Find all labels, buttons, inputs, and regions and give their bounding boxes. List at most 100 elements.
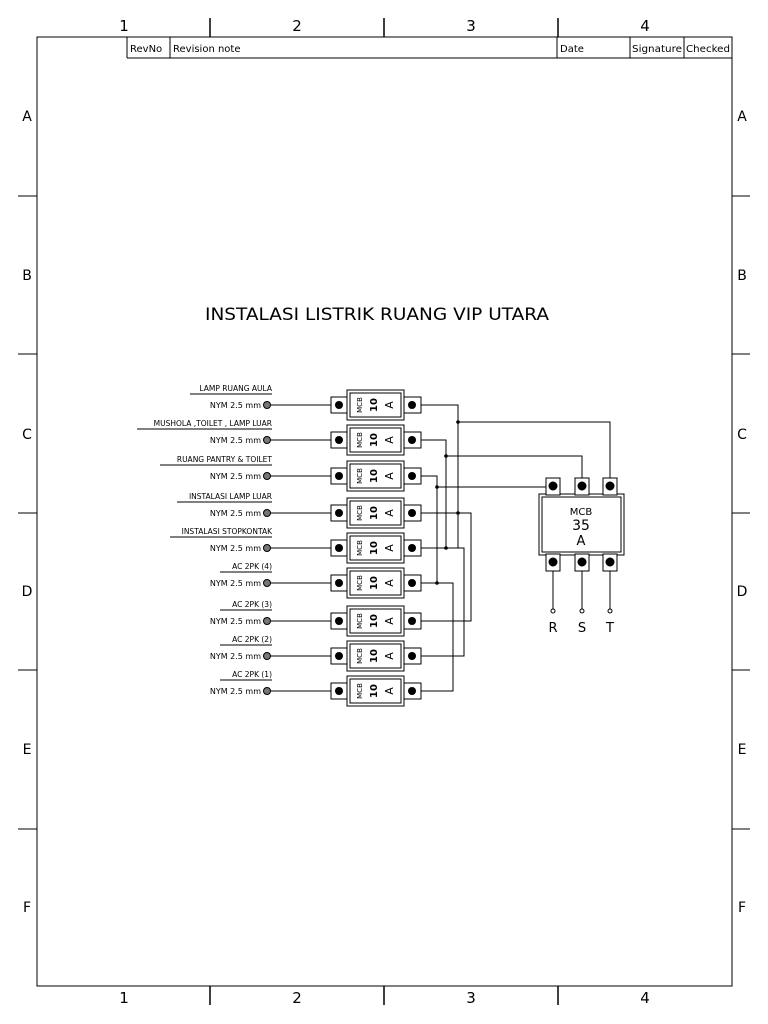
phase-label-t: T: [605, 621, 614, 636]
branch-mcb-inner: [349, 427, 402, 453]
cable-spec: NYM 2.5 mm: [210, 687, 261, 696]
column-label-bottom-2: 2: [292, 989, 302, 1007]
branch-mcb-unit: A: [383, 472, 396, 480]
branch-mcb-type: MCB: [356, 683, 364, 699]
row-label-right-f: F: [738, 900, 746, 916]
mcb-terminal-out-screw: [408, 652, 416, 660]
bus-junctions: [435, 420, 460, 585]
drawing-title: INSTALASI LISTRIK RUANG VIP UTARA: [205, 305, 549, 325]
row-label-left-d: D: [22, 584, 33, 600]
branch-mcb-body: [346, 605, 405, 637]
mcb-terminal-in-screw: [335, 652, 343, 660]
branch-mcb-inner: [349, 392, 402, 418]
branch-mcb-rating: 10: [369, 614, 380, 628]
mcb-terminal-out-screw: [408, 509, 416, 517]
mcb-terminal-in-screw: [335, 544, 343, 552]
branch-mcb-type: MCB: [356, 432, 364, 448]
main-mcb-bottom-terminals: [545, 553, 618, 572]
column-label-top-1: 1: [119, 17, 129, 35]
circuit-row: MUSHOLA ,TOILET , LAMP LUAR NYM 2.5 mm MCB…: [137, 419, 422, 456]
revision-table-signature: Signature: [632, 44, 682, 55]
branch-mcb-inner: [349, 535, 402, 561]
row-dividers: [18, 195, 750, 830]
branch-mcb-inner: [349, 500, 402, 526]
mcb-terminal-in-screw: [335, 436, 343, 444]
branch-mcb-type: MCB: [356, 505, 364, 521]
main-mcb: MCB 35 A: [538, 477, 625, 572]
row-label-left-c: C: [22, 427, 32, 443]
branch-mcb-rating: 10: [369, 469, 380, 483]
phase-leads: [550, 571, 613, 614]
branch-mcb-type: MCB: [356, 540, 364, 556]
row-label-left-b: B: [22, 268, 32, 284]
revision-table-revno: RevNo: [130, 44, 162, 55]
cable-spec: NYM 2.5 mm: [210, 401, 261, 410]
branch-mcb-unit: A: [383, 652, 396, 660]
column-label-top-2: 2: [292, 17, 302, 35]
mcb-terminal-in-screw: [335, 401, 343, 409]
row-label-right-a: A: [737, 109, 747, 125]
column-label-top-4: 4: [640, 17, 650, 35]
main-mcb-unit: A: [577, 534, 586, 549]
branch-mcb-unit: A: [383, 544, 396, 552]
revision-table-checked: Checked: [686, 44, 730, 55]
column-label-bottom-1: 1: [119, 989, 129, 1007]
mcb-terminal-in-screw: [335, 579, 343, 587]
phase-label-r: R: [548, 621, 557, 636]
phase-label-s: S: [578, 621, 586, 636]
column-label-bottom-4: 4: [640, 989, 650, 1007]
row-label-left-a: A: [22, 109, 32, 125]
cable-terminal: [263, 472, 271, 480]
cable-spec: NYM 2.5 mm: [210, 436, 261, 445]
main-mcb-top-terminals: [545, 477, 618, 496]
branch-mcb-rating: 10: [369, 576, 380, 590]
mcb-terminal-in-screw: [335, 509, 343, 517]
mcb-terminal-in-screw: [335, 472, 343, 480]
row-label-right-b: B: [737, 268, 747, 284]
branch-mcb-rating: 10: [369, 506, 380, 520]
cable-spec: NYM 2.5 mm: [210, 544, 261, 553]
main-mcb-rating: 35: [572, 518, 590, 534]
cable-terminal: [263, 617, 271, 625]
branch-mcb-type: MCB: [356, 397, 364, 413]
branch-mcb-body: [346, 532, 405, 564]
branch-mcb-inner: [349, 570, 402, 596]
column-label-top-3: 3: [466, 17, 476, 35]
column-dividers: [209, 18, 559, 1005]
branch-mcb-body: [346, 675, 405, 707]
revision-table-date: Date: [560, 44, 584, 55]
mcb-terminal-out-screw: [408, 472, 416, 480]
branch-mcb-unit: A: [383, 579, 396, 587]
main-mcb-type: MCB: [570, 507, 593, 518]
circuit-label: LAMP RUANG AULA: [199, 384, 272, 393]
cable-terminal: [263, 544, 271, 552]
branch-mcb-type: MCB: [356, 468, 364, 484]
branch-mcb-unit: A: [383, 687, 396, 695]
branch-mcb-rating: 10: [369, 398, 380, 412]
branch-mcb-unit: A: [383, 509, 396, 517]
branch-mcb-rating: 10: [369, 649, 380, 663]
circuit-label: AC 2PK (4): [232, 562, 272, 571]
cable-terminal: [263, 687, 271, 695]
branch-mcb-body: [346, 424, 405, 456]
circuit-label: MUSHOLA ,TOILET , LAMP LUAR: [154, 419, 272, 428]
mcb-terminal-out-screw: [408, 617, 416, 625]
branch-mcb-unit: A: [383, 436, 396, 444]
branch-mcb-unit: A: [383, 617, 396, 625]
mcb-terminal-in-screw: [335, 687, 343, 695]
cable-terminal: [263, 579, 271, 587]
branch-mcb-body: [346, 497, 405, 529]
cable-terminal: [263, 401, 271, 409]
branch-mcb-body: [346, 567, 405, 599]
branch-mcb-body: [346, 389, 405, 421]
mcb-terminal-out-screw: [408, 687, 416, 695]
row-label-right-c: C: [737, 427, 747, 443]
circuit-label: AC 2PK (1): [232, 670, 272, 679]
revision-table: [126, 37, 732, 59]
